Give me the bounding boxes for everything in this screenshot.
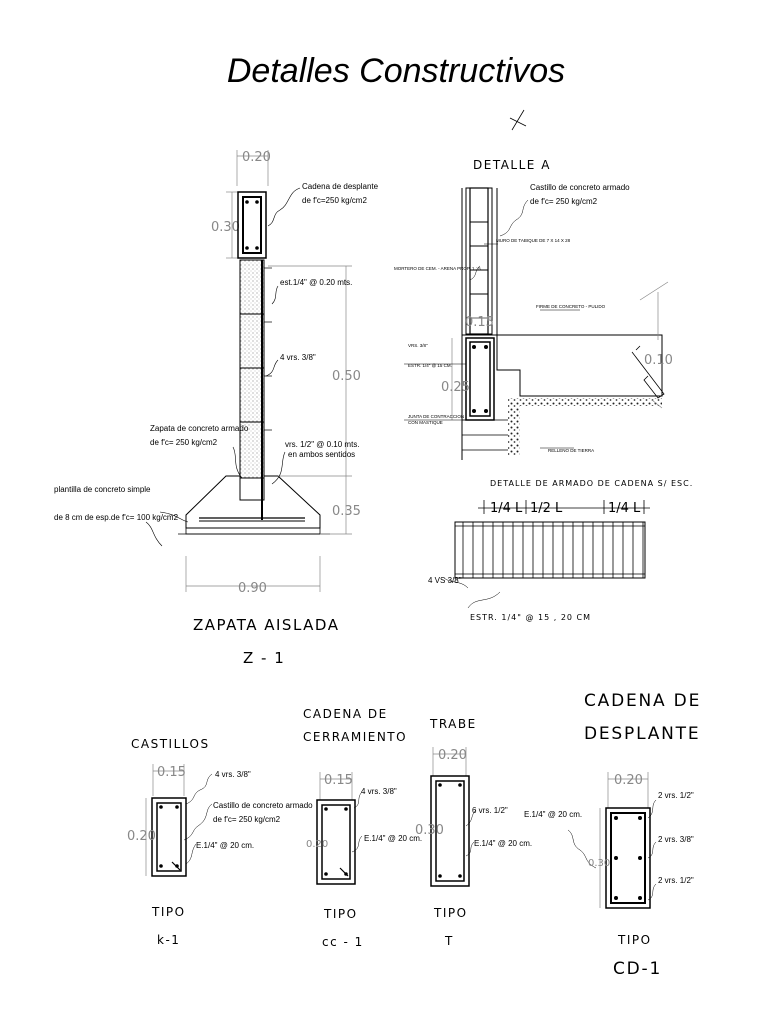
check-mark [509, 109, 527, 131]
note-muro: MURO DE TABIQUE DE 7 X 14 X 28 [496, 238, 571, 243]
armado-title: DETALLE DE ARMADO DE CADENA S/ ESC. [490, 479, 693, 488]
note-est: est.1/4" @ 0.20 mts. [280, 278, 352, 287]
note-junta-1: JUNTA DE CONTRACCION [408, 414, 464, 419]
cerramiento-code: cc - 1 [322, 935, 364, 949]
desplante-note-vrs-1: 2 vrs. 1/2" [658, 791, 694, 800]
zapata-aislada-drawing: 0.20 0.30 [145, 150, 361, 596]
page-title: Detalles Constructivos [227, 52, 565, 90]
dim-zapata: 0.35 [332, 504, 361, 519]
armado-note-estr: ESTR. 1/4" @ 15 , 20 CM [470, 613, 591, 622]
armado-seg-2: 1/2 L [530, 501, 563, 516]
cerramiento-dim-w: 0.15 [324, 773, 353, 788]
castillos-note-e: E.1/4" @ 20 cm. [196, 841, 254, 850]
cerramiento-note-vrs: 4 vrs. 3/8" [361, 787, 397, 796]
armado-cadena-drawing [443, 500, 650, 609]
note-vrs-amb-1: vrs. 1/2" @ 0.10 mts. [285, 440, 360, 449]
dim-top: 0.20 [242, 150, 271, 165]
trabe-dim-h: 0.30 [415, 823, 444, 838]
desplante-cd1-drawing [567, 772, 657, 909]
trabe-heading: TRABE [429, 717, 477, 731]
castillos-note-cast-2: de f'c= 250 kg/cm2 [213, 815, 281, 824]
dim-base: 0.90 [238, 581, 267, 596]
note-vrs: 4 vrs. 3/8" [280, 353, 316, 362]
castillos-note-vrs: 4 vrs. 3/8" [215, 770, 251, 779]
cerramiento-heading-2: CERRAMIENTO [303, 730, 407, 744]
cerramiento-cc1-drawing [316, 772, 363, 885]
note-zap-2: de f'c= 250 kg/cm2 [150, 438, 218, 447]
desplante-note-vrs-3: 2 vrs. 1/2" [658, 876, 694, 885]
note-varilla: VRS. 3/8" [408, 343, 428, 348]
cerramiento-dim-h: 0.20 [306, 839, 328, 850]
dim-010: 0.10 [644, 353, 673, 368]
note-castillo-1: Castillo de concreto armado [530, 183, 630, 192]
castillos-dim-w: 0.15 [157, 765, 186, 780]
cerramiento-heading-1: CADENA DE [303, 707, 388, 721]
detalle-a-drawing [404, 187, 669, 460]
note-mortero: MORTERO DE CEM. - ARENA PROP. 1 : 5 [394, 266, 481, 271]
note-zap-1: Zapata de concreto armado [150, 424, 249, 433]
note-relleno: RELLENO DE TIERRA [548, 448, 594, 453]
note-cadena-2: de f'c=250 kg/cm2 [302, 196, 367, 205]
dim-cadena: 0.30 [211, 220, 240, 235]
castillos-dim-h: 0.20 [127, 829, 156, 844]
detalle-a-title: DETALLE A [473, 158, 551, 172]
trabe-tipo: TIPO [433, 906, 468, 920]
dim-015: 0.15 [465, 315, 494, 330]
castillos-tipo: TIPO [151, 905, 186, 919]
armado-seg-3: 1/4 L [608, 501, 641, 516]
armado-seg-1: 1/4 L [490, 501, 523, 516]
desplante-tipo: TIPO [617, 933, 652, 947]
castillos-code: k-1 [157, 933, 180, 947]
armado-note-vrs: 4 VS 3/8" [428, 576, 462, 585]
note-castillo-2: de f'c= 250 kg/cm2 [530, 197, 598, 206]
trabe-dim-w: 0.20 [438, 748, 467, 763]
castillo-k1-drawing [145, 764, 213, 877]
dim-muro: 0.50 [332, 369, 361, 384]
note-firme: FIRME DE CONCRETO - PULIDO [536, 304, 606, 309]
zapata-code: Z - 1 [243, 649, 285, 667]
castillos-heading: CASTILLOS [131, 737, 210, 751]
desplante-dim-h: 0.30 [588, 858, 610, 869]
cerramiento-tipo: TIPO [323, 907, 358, 921]
note-plant-1: plantilla de concreto simple [54, 485, 151, 494]
desplante-heading-2: DESPLANTE [584, 724, 700, 744]
desplante-note-e: E.1/4" @ 20 cm. [524, 810, 582, 819]
cerramiento-note-e: E.1/4" @ 20 cm. [364, 834, 422, 843]
trabe-note-vrs: 6 vrs. 1/2" [472, 806, 508, 815]
trabe-t-drawing [430, 747, 477, 887]
trabe-code: T [444, 934, 454, 948]
trabe-note-e: E.1/4" @ 20 cm. [474, 839, 532, 848]
desplante-code: CD-1 [613, 959, 662, 979]
note-junta-2: CON MASTIQUE [408, 420, 443, 425]
castillos-note-cast-1: Castillo de concreto armado [213, 801, 313, 810]
note-plant-2: de 8 cm de esp.de f'c= 100 kg/cm2 [54, 513, 179, 522]
note-cadena-1: Cadena de desplante [302, 182, 379, 191]
note-estr-a: ESTR. 1/4" @ 15 CM. [408, 363, 452, 368]
zapata-title: ZAPATA AISLADA [193, 616, 339, 634]
dim-025: 0.25 [441, 380, 470, 395]
desplante-heading-1: CADENA DE [584, 691, 701, 711]
desplante-note-vrs-2: 2 vrs. 3/8" [658, 835, 694, 844]
desplante-dim-w: 0.20 [614, 773, 643, 788]
note-vrs-amb-2: en ambos sentidos [288, 450, 355, 459]
